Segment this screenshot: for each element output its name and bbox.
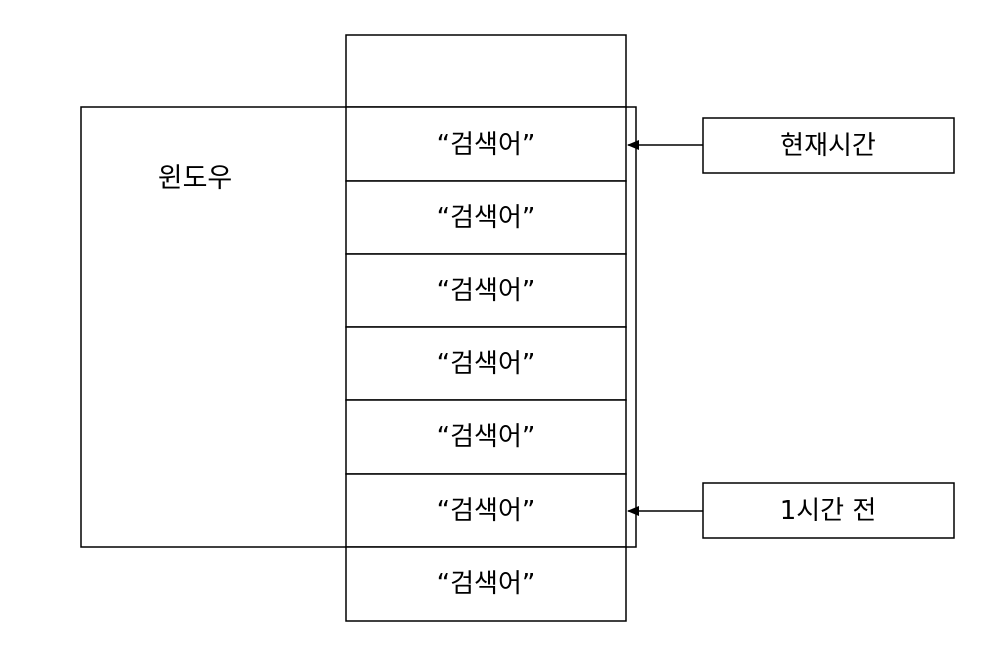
stack-cell-label: “검색어” <box>437 349 536 379</box>
stack-cell-label: “검색어” <box>437 203 536 233</box>
pointer-current-time: 현재시간 <box>627 117 955 174</box>
stack-cell <box>345 180 627 255</box>
stack-cell-label: “검색어” <box>437 569 536 599</box>
stack-cell <box>345 399 627 475</box>
stack-cell-label: “검색어” <box>437 496 536 526</box>
stack-cell-label: “검색어” <box>437 276 536 306</box>
search-term-stack: “검색어” “검색어” “검색어” “검색어” “검색어” “검색어” “검색어… <box>345 34 627 622</box>
pointer-one-hour-ago: 1시간 전 <box>627 482 955 539</box>
stack-cell-label: “검색어” <box>437 422 536 452</box>
stack-cell <box>345 253 627 328</box>
pointer-one-hour-ago-label: 1시간 전 <box>780 496 877 526</box>
stack-cell-empty <box>345 34 627 108</box>
stack-cell <box>345 546 627 622</box>
window-label: 윈도우 <box>158 163 233 194</box>
pointer-one-hour-ago-box <box>702 482 955 539</box>
pointer-current-time-label: 현재시간 <box>780 131 876 161</box>
stack-cell <box>345 106 627 182</box>
stack-cell-label: “검색어” <box>437 130 536 160</box>
stack-cell <box>345 326 627 401</box>
